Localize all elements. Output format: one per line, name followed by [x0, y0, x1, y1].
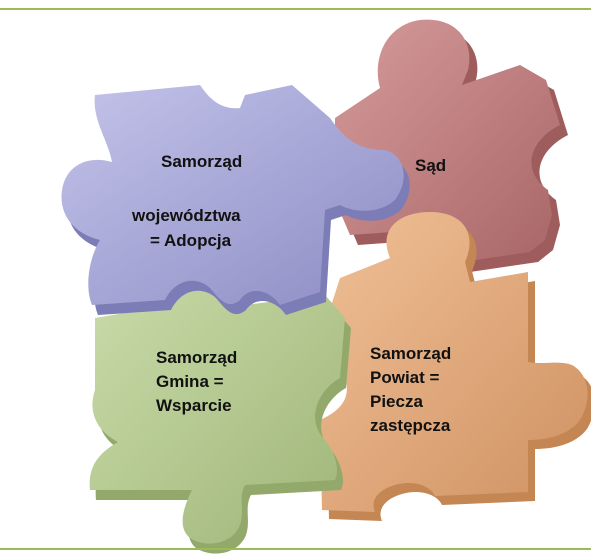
bottom-divider-line — [0, 548, 591, 550]
piece-powiat — [320, 212, 591, 521]
